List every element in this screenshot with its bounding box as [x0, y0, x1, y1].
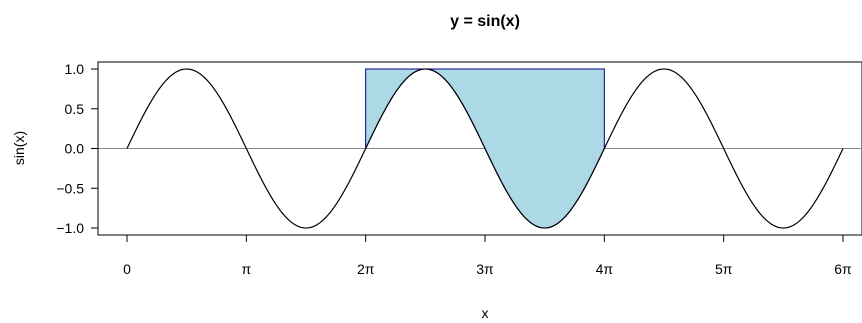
- x-tick-label: 6π: [834, 261, 852, 277]
- x-axis: 0 π 2π 3π 4π 5π 6π: [123, 234, 852, 277]
- x-tick-label: 4π: [596, 261, 614, 277]
- x-tick-label: 0: [123, 261, 131, 277]
- y-tick-label: −0.5: [56, 180, 84, 196]
- x-tick-label: 5π: [715, 261, 733, 277]
- x-tick-label: 2π: [357, 261, 375, 277]
- chart-title: y = sin(x): [450, 13, 520, 30]
- y-tick-label: 0.0: [65, 141, 85, 157]
- y-tick-label: 1.0: [65, 61, 85, 77]
- x-axis-label: x: [482, 305, 489, 321]
- x-tick-label: π: [241, 261, 251, 277]
- y-tick-label: 0.5: [65, 101, 85, 117]
- sine-curve: [126, 68, 844, 229]
- x-tick-label: 3π: [476, 261, 494, 277]
- y-tick-label: −1.0: [56, 220, 84, 236]
- y-axis: −1.0 −0.5 0.0 0.5 1.0: [56, 61, 99, 236]
- y-axis-label: sin(x): [11, 131, 27, 165]
- plot-area: [97, 61, 862, 236]
